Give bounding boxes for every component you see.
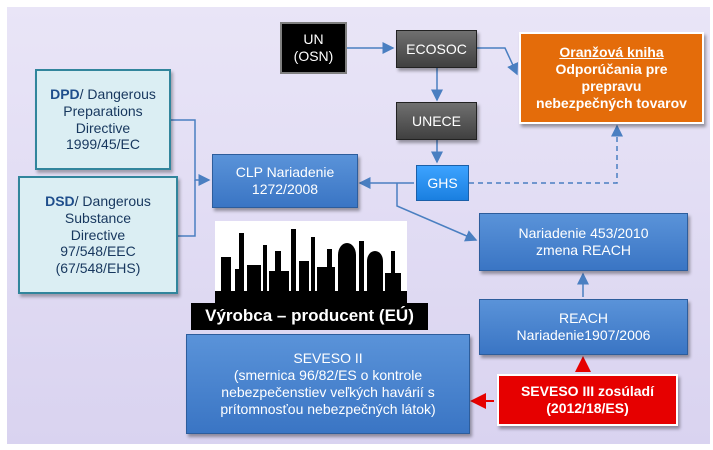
reach-line2: Nariadenie1907/2006: [516, 327, 651, 343]
reach-node: REACH Nariadenie1907/2006: [479, 299, 688, 355]
seveso2-line1: SEVESO II: [293, 350, 363, 367]
dpd-line2: Preparations: [63, 102, 143, 119]
ghs-node: GHS: [416, 165, 469, 201]
orange-book-line3: prepravu: [581, 78, 642, 94]
dashed-ghs-orange: [469, 124, 623, 184]
reg453-line2: zmena REACH: [536, 242, 631, 258]
reach-line1: REACH: [558, 310, 608, 327]
factory-panel: [215, 221, 407, 303]
dpd-line3: Directive: [75, 119, 131, 136]
seveso3-node: SEVESO III zosúladí (2012/18/ES): [497, 374, 678, 426]
reg453-line1: Nariadenie 453/2010: [518, 225, 649, 242]
orange-book-node: Oranžová kniha Odporúčania pre prepravu …: [519, 32, 704, 124]
arrow-ecosoc-orange: [477, 47, 519, 76]
ecosoc-label: ECOSOC: [406, 40, 467, 57]
ghs-label: GHS: [427, 174, 458, 191]
arrow-dsd-clp: [178, 180, 196, 237]
arrow-ghs-reg453: [396, 183, 478, 242]
dsd-node: DSD/ Dangerous Substance Directive 97/54…: [18, 176, 178, 294]
unece-label: UNECE: [411, 112, 461, 129]
orange-book-line4: nebezpečných tovarov: [536, 94, 687, 111]
un-line1: UN: [303, 31, 324, 48]
dpd-line1: DPD/ Dangerous: [50, 86, 156, 103]
seveso2-line3: nebezpečenstiev veľkých havárií s: [221, 384, 435, 400]
dsd-line1: DSD/ Dangerous: [45, 193, 151, 210]
dsd-line1-text: / Dangerous: [74, 193, 151, 209]
orange-book-line2: Odporúčania pre: [555, 61, 668, 78]
clp-line1: CLP Nariadenie: [235, 164, 335, 181]
clp-node: CLP Nariadenie 1272/2008: [212, 154, 358, 208]
dpd-node: DPD/ Dangerous Preparations Directive 19…: [35, 69, 171, 170]
seveso2-node: SEVESO II (smernica 96/82/ES o kontrole …: [186, 334, 470, 434]
producer-label-box: Výrobca – producent (EÚ): [191, 303, 428, 330]
dsd-line5: (67/548/EHS): [55, 260, 141, 277]
dpd-abbr: DPD: [50, 85, 80, 102]
seveso2-line4: prítomnosťou nebezpečných látok): [220, 400, 436, 417]
dpd-line1-text: / Dangerous: [79, 85, 156, 102]
seveso2-line2: (smernica 96/82/ES o kontrole: [233, 367, 423, 384]
unece-node: UNECE: [396, 102, 477, 140]
arrow-dpd-clp: [171, 119, 211, 186]
dsd-line3: Directive: [70, 226, 126, 243]
dsd-line4: 97/548/EEC: [60, 243, 136, 260]
un-line2: (OSN): [293, 48, 334, 64]
orange-book-title: Oranžová kniha: [559, 44, 664, 61]
dpd-line4: 1999/45/EC: [66, 136, 140, 153]
clp-line2: 1272/2008: [251, 181, 319, 197]
un-node: UN (OSN): [280, 22, 347, 74]
seveso3-line1: SEVESO III zosúladí: [520, 383, 655, 400]
reg453-node: Nariadenie 453/2010 zmena REACH: [479, 213, 688, 271]
dsd-line2: Substance: [64, 209, 132, 226]
dsd-abbr: DSD: [45, 193, 75, 209]
ecosoc-node: ECOSOC: [396, 30, 477, 68]
producer-label: Výrobca – producent (EÚ): [205, 306, 414, 326]
factory-silhouette-icon: [215, 229, 407, 303]
seveso3-line2: (2012/18/ES): [546, 400, 629, 416]
